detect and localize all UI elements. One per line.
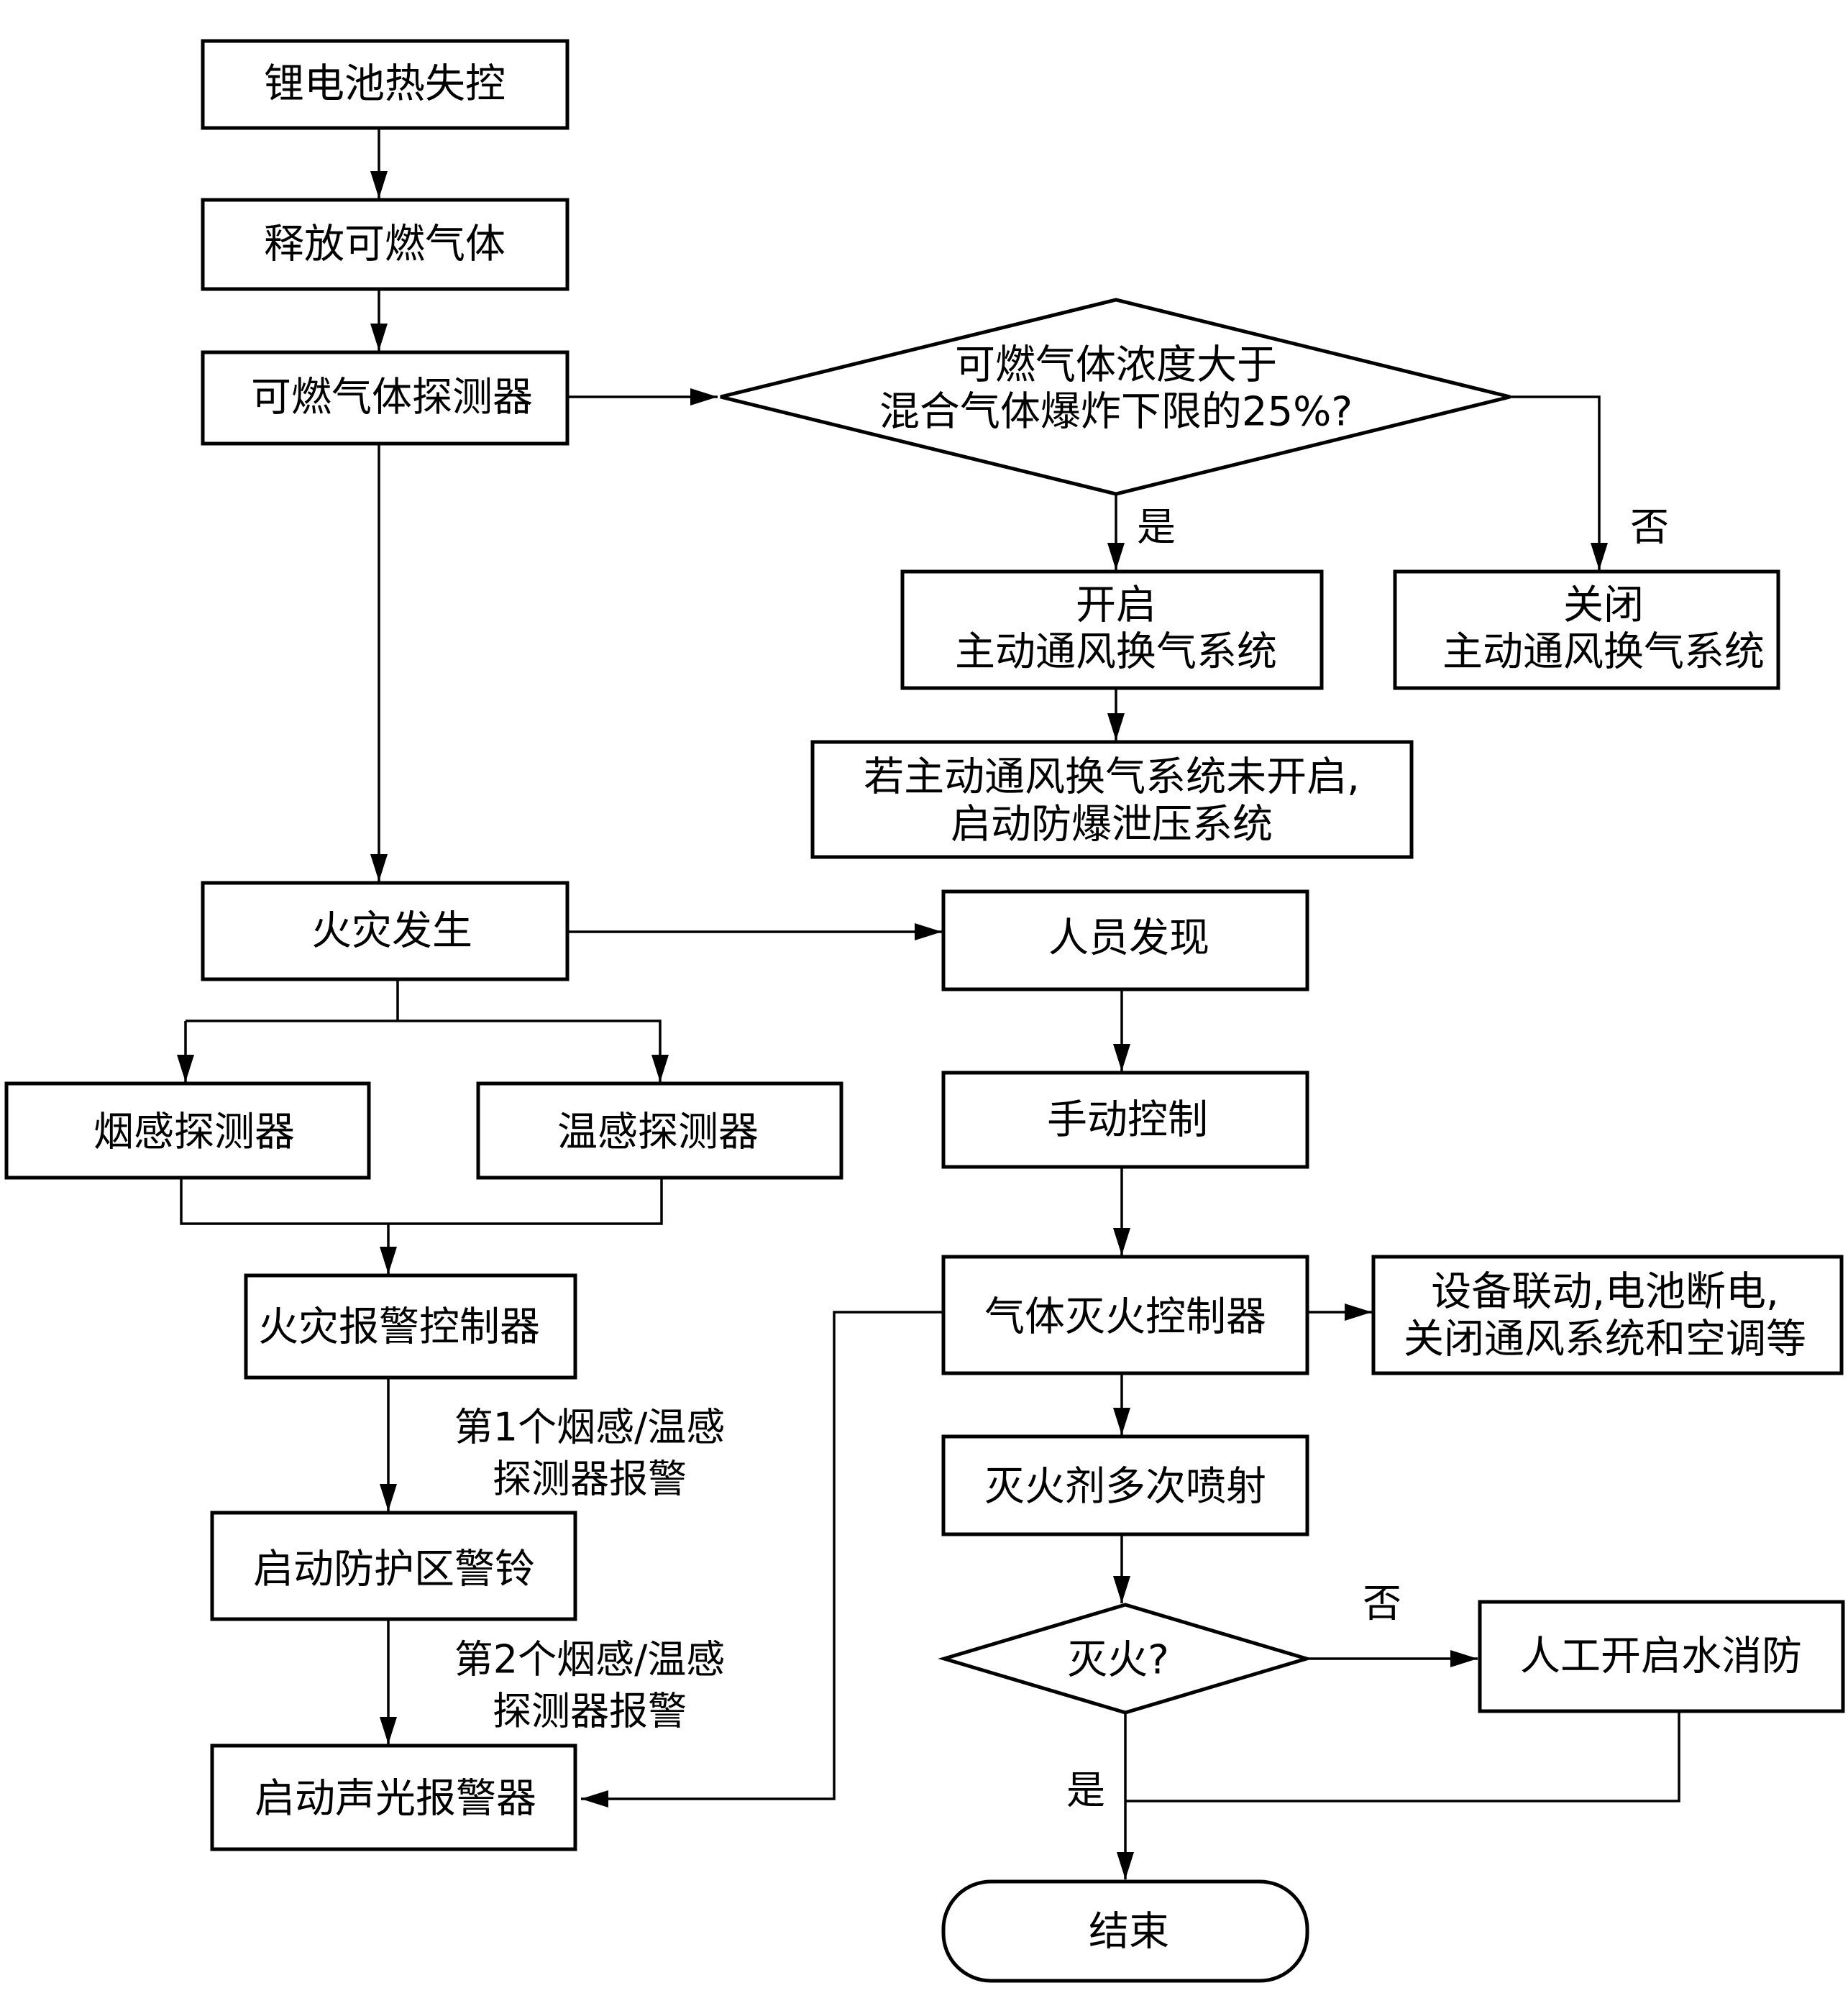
node-fire-occurs: 火灾发生 (201, 881, 570, 981)
label-yes-gas: 是 (1137, 505, 1176, 550)
connectors (177, 128, 1680, 1879)
node-close-ventilation-line-1: 关闭 (1563, 582, 1644, 629)
node-smoke-detector-label: 烟感探测器 (93, 1109, 295, 1156)
decision-gas-concentration: 可燃气体浓度大于 混合气体爆炸下限的25%? (720, 298, 1511, 496)
node-gas-extinguish-controller: 气体灭火控制器 (941, 1255, 1309, 1375)
node-fire-alarm-controller-label: 火灾报警控制器 (258, 1304, 540, 1351)
node-linkage-line-2: 关闭通风系统和空调等 (1404, 1316, 1806, 1363)
node-linkage: 设备联动,电池断电, 关闭通风系统和空调等 (1371, 1255, 1844, 1375)
node-gas-extinguish-controller-label: 气体灭火控制器 (984, 1294, 1266, 1341)
label-second-alarm-line-1: 第2个烟感/温感 (454, 1637, 726, 1682)
node-end-label: 结束 (1089, 1909, 1169, 1956)
node-open-ventilation-line-1: 开启 (1076, 582, 1156, 629)
label-first-alarm-line-1: 第1个烟感/温感 (454, 1405, 726, 1450)
node-thermal-runaway-label: 锂电池热失控 (264, 61, 506, 108)
decision-extinguished-label: 灭火? (1067, 1637, 1169, 1684)
node-agent-spray-label: 灭火剂多次喷射 (984, 1464, 1266, 1511)
node-close-ventilation-line-2: 主动通风换气系统 (1442, 629, 1765, 676)
decision-extinguished: 灭火? (938, 1603, 1313, 1715)
node-zone-bell: 启动防护区警铃 (210, 1511, 577, 1621)
node-zone-bell-label: 启动防护区警铃 (253, 1547, 535, 1593)
node-fire-occurs-label: 火灾发生 (311, 908, 472, 955)
decision-gas-line-2: 混合气体爆炸下限的25%? (879, 389, 1353, 436)
node-sound-light-alarm-label: 启动声光报警器 (255, 1776, 536, 1823)
node-thermal-runaway: 锂电池热失控 (201, 39, 570, 130)
node-manual-water-label: 人工开启水消防 (1520, 1634, 1802, 1680)
node-manual-water: 人工开启水消防 (1478, 1600, 1845, 1713)
node-agent-spray: 灭火剂多次喷射 (941, 1434, 1309, 1536)
edge-gas-controller-to-sound-light (581, 1311, 942, 1808)
node-end: 结束 (941, 1879, 1309, 1983)
node-heat-detector-label: 温感探测器 (557, 1109, 759, 1156)
node-personnel-found-label: 人员发现 (1048, 915, 1209, 962)
node-linkage-line-1: 设备联动,电池断电, (1431, 1269, 1779, 1316)
node-manual-control-label: 手动控制 (1047, 1097, 1208, 1144)
node-explosion-relief: 若主动通风换气系统未开启, 启动防爆泄压系统 (810, 740, 1414, 859)
node-personnel-found: 人员发现 (941, 889, 1309, 991)
node-smoke-detector: 烟感探测器 (4, 1081, 371, 1180)
label-no-extinguished: 否 (1363, 1581, 1401, 1626)
decision-gas-line-1: 可燃气体浓度大于 (955, 342, 1277, 389)
node-sound-light-alarm: 启动声光报警器 (210, 1744, 577, 1851)
label-second-alarm-line-2: 探测器报警 (493, 1689, 687, 1734)
edge-detectors-merge (180, 1178, 663, 1225)
label-first-alarm-line-2: 探测器报警 (493, 1457, 687, 1502)
node-manual-control: 手动控制 (941, 1071, 1309, 1169)
node-close-ventilation: 关闭 主动通风换气系统 (1393, 569, 1780, 690)
node-gas-detector-label: 可燃气体探测器 (251, 375, 533, 421)
node-open-ventilation-line-2: 主动通风换气系统 (955, 629, 1277, 676)
node-heat-detector: 温感探测器 (476, 1081, 843, 1180)
label-no-gas: 否 (1630, 505, 1669, 550)
label-yes-extinguished: 是 (1066, 1768, 1105, 1813)
edge-decision-no (1510, 395, 1608, 570)
node-explosion-relief-line-1: 若主动通风换气系统未开启, (864, 754, 1360, 801)
node-explosion-relief-line-2: 启动防爆泄压系统 (951, 802, 1273, 848)
node-fire-alarm-controller: 火灾报警控制器 (244, 1273, 577, 1380)
edge-water-to-end (1125, 1711, 1680, 1802)
node-release-gas: 释放可燃气体 (201, 198, 570, 291)
node-open-ventilation: 开启 主动通风换气系统 (900, 569, 1324, 690)
edge-split-heat (186, 1020, 669, 1082)
node-release-gas-label: 释放可燃气体 (264, 221, 506, 268)
node-gas-detector: 可燃气体探测器 (201, 350, 570, 446)
